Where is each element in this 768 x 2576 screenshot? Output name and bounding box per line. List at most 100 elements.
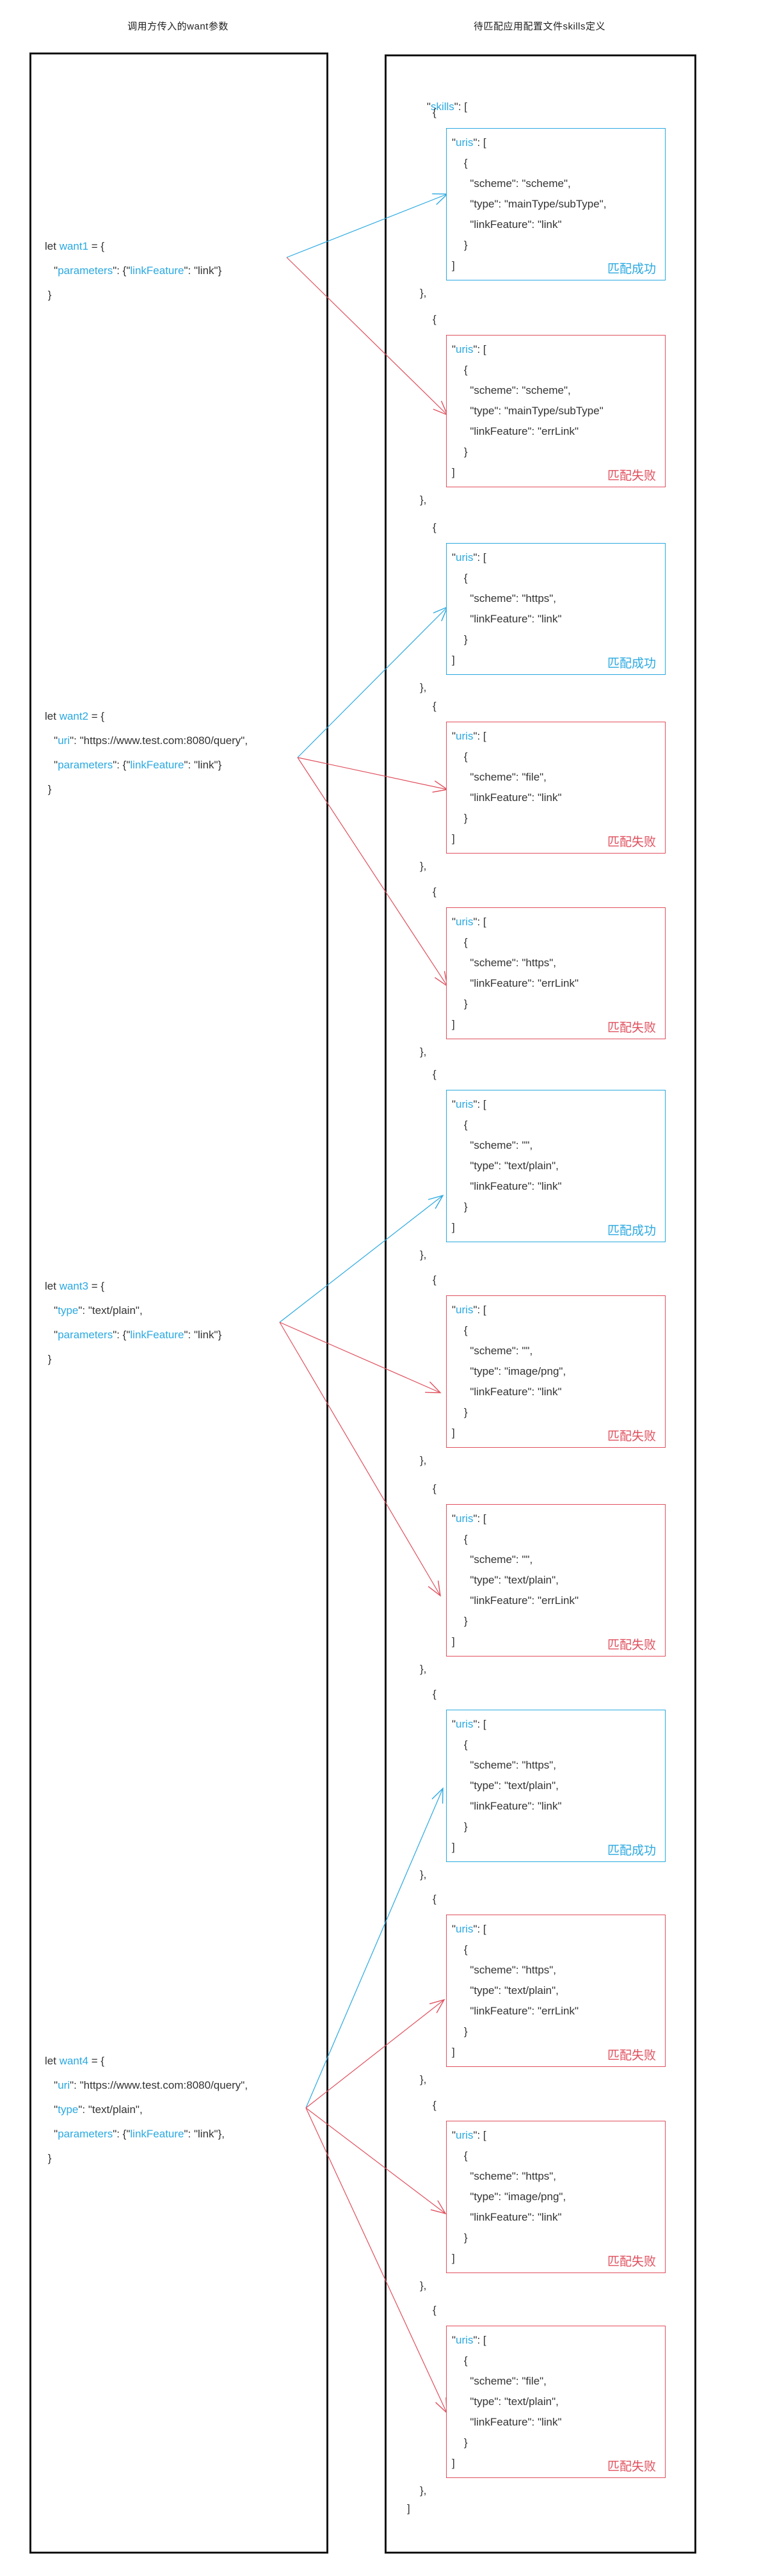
skill-box-11: "uris": [ { "scheme": "https", "type": "… <box>446 2121 666 2273</box>
skill-box-8-line-4: "type": "text/plain", <box>452 1570 665 1591</box>
want4-line-4-segment: linkFeature <box>130 2128 184 2140</box>
want3-line-1-segment: = { <box>88 1280 105 1292</box>
want3-line-2-segment: type <box>58 1304 79 1316</box>
skill-box-8-line-5-segment: "linkFeature": "errLink" <box>452 1594 579 1607</box>
skill-box-9-line-4: "type": "text/plain", <box>452 1776 665 1796</box>
want2-line-1: let want2 = { <box>45 704 248 729</box>
skill-box-1-line-6: } <box>452 235 665 255</box>
skill-box-4-uris-open-segment: " <box>452 730 456 742</box>
skill-box-3-line-5: } <box>452 629 665 650</box>
skills-open-quote: " <box>426 101 431 113</box>
skill-item-3-open-brace: { <box>433 521 436 533</box>
skill-item-2-open-brace: { <box>433 313 436 325</box>
skill-box-10-line-6-segment: } <box>452 2025 468 2037</box>
skill-box-6-uris-open-segment: ": [ <box>473 1098 486 1110</box>
skill-box-12-line-5: "linkFeature": "link" <box>452 2412 665 2433</box>
skill-box-1-line-4-segment: "type": "mainType/subType", <box>452 198 607 210</box>
skill-box-8-line-7: ] <box>452 1632 665 1652</box>
skill-box-2-uris-open-segment: " <box>452 343 456 355</box>
skill-box-11-uris-open-segment: " <box>452 2129 456 2141</box>
skill-box-11-line-5-segment: "linkFeature": "link" <box>452 2211 562 2223</box>
want3-line-2: "type": "text/plain", <box>45 1299 221 1323</box>
skill-box-5-uris-open-segment: ": [ <box>473 916 486 928</box>
skill-box-8-line-7-segment: ] <box>452 1635 455 1648</box>
skill-box-9-line-3-segment: "scheme": "https", <box>452 1759 557 1771</box>
skill-box-9-line-6-segment: } <box>452 1820 468 1833</box>
want3-line-3-segment: ": "link"} <box>184 1329 222 1341</box>
skill-box-10-line-2-segment: { <box>452 1943 468 1956</box>
skill-box-7-uris-open-segment: uris <box>456 1304 474 1316</box>
skill-box-12-uris-open: "uris": [ <box>452 2330 665 2351</box>
skill-box-7-line-3: "scheme": "", <box>452 1341 665 1361</box>
skill-box-7-line-4-segment: "type": "image/png", <box>452 1365 566 1377</box>
skills-array-open: "skills": [ <box>415 84 467 130</box>
skill-box-10-uris-open-segment: uris <box>456 1923 474 1935</box>
want3-line-3-segment: linkFeature <box>130 1329 184 1341</box>
want4-line-4-segment: " <box>45 2128 58 2140</box>
skill-item-9-open-brace: { <box>433 1688 436 1700</box>
skill-box-7: "uris": [ { "scheme": "", "type": "image… <box>446 1295 666 1448</box>
want3-line-2-segment: ": "text/plain", <box>78 1304 143 1316</box>
skill-box-1-line-6-segment: } <box>452 239 468 251</box>
skill-box-9-line-4-segment: "type": "text/plain", <box>452 1779 559 1792</box>
skill-box-1-line-5: "linkFeature": "link" <box>452 215 665 235</box>
skill-box-4-line-3-segment: "scheme": "file", <box>452 771 547 783</box>
skill-box-11-line-3: "scheme": "https", <box>452 2166 665 2187</box>
skill-box-9-uris-open-segment: uris <box>456 1718 474 1730</box>
skill-box-9-line-2: { <box>452 1735 665 1755</box>
skill-item-2-close-brace: }, <box>420 494 427 506</box>
skill-box-10: "uris": [ { "scheme": "https", "type": "… <box>446 1915 666 2067</box>
skill-item-6-close-brace: }, <box>420 1249 427 1261</box>
skill-box-12-match-result-label: 匹配失败 <box>607 2460 656 2474</box>
skill-box-6-line-7-segment: ] <box>452 1221 455 1233</box>
right-panel-title: 待匹配应用配置文件skills定义 <box>474 21 605 32</box>
skill-box-8-line-6-segment: } <box>452 1615 468 1627</box>
want4-line-3-segment: ": "text/plain", <box>78 2103 143 2116</box>
skills-key: skills <box>430 101 454 113</box>
want2-line-4: } <box>45 777 248 802</box>
skill-box-6-line-5: "linkFeature": "link" <box>452 1176 665 1197</box>
want1-line-1-segment: = { <box>88 240 105 252</box>
want2-line-2-segment: ": "https://www.test.com:8080/query", <box>70 734 248 747</box>
skill-box-2-line-4-segment: "type": "mainType/subType" <box>452 405 604 417</box>
skill-box-3-line-4-segment: "linkFeature": "link" <box>452 613 562 625</box>
skill-box-3-line-5-segment: } <box>452 633 468 645</box>
skill-box-7-uris-open-segment: ": [ <box>473 1304 486 1316</box>
want1-line-2-segment: ": {" <box>113 264 131 277</box>
want2-line-1-segment: = { <box>88 710 105 722</box>
want4-line-4-segment: parameters <box>58 2128 113 2140</box>
skill-box-12-line-7: ] <box>452 2453 665 2474</box>
skill-box-9-uris-open-segment: " <box>452 1718 456 1730</box>
skill-box-11-line-4: "type": "image/png", <box>452 2187 665 2207</box>
want1-line-2-segment: ": "link"} <box>184 264 222 277</box>
skill-box-10-match-result-label: 匹配失败 <box>607 2049 656 2062</box>
skill-box-7-line-7: ] <box>452 1423 665 1443</box>
skill-box-1-line-7: ] <box>452 255 665 276</box>
skill-box-6: "uris": [ { "scheme": "", "type": "text/… <box>446 1090 666 1242</box>
skill-box-2-line-4: "type": "mainType/subType" <box>452 401 665 421</box>
skill-box-2-uris-open: "uris": [ <box>452 339 665 360</box>
skill-item-11-open-brace: { <box>433 2099 436 2111</box>
want3-line-1-segment: want3 <box>59 1280 89 1292</box>
skill-box-10-line-7-segment: ] <box>452 2046 455 2058</box>
want1-line-2: "parameters": {"linkFeature": "link"} <box>45 259 221 283</box>
skill-box-7-line-4: "type": "image/png", <box>452 1361 665 1382</box>
skill-box-10-uris-open-segment: " <box>452 1923 456 1935</box>
skill-box-1-line-2-segment: { <box>452 157 468 169</box>
skill-item-3-close-brace: }, <box>420 681 427 693</box>
skill-box-8-uris-open: "uris": [ <box>452 1509 665 1529</box>
skill-box-10-line-5: "linkFeature": "errLink" <box>452 2001 665 2021</box>
skill-box-1-line-4: "type": "mainType/subType", <box>452 194 665 215</box>
skill-box-3-line-2: { <box>452 568 665 588</box>
skill-item-4-close-brace: }, <box>420 860 427 872</box>
skill-box-5-line-5-segment: } <box>452 998 468 1010</box>
want2-line-3-segment: linkFeature <box>130 759 184 771</box>
skill-box-6-uris-open-segment: uris <box>456 1098 474 1110</box>
skill-box-6-line-4-segment: "type": "text/plain", <box>452 1160 559 1172</box>
skill-box-1-uris-open-segment: uris <box>456 136 474 149</box>
want3-line-2-segment: " <box>45 1304 58 1316</box>
want4-code: let want4 = { "uri": "https://www.test.c… <box>45 2049 248 2171</box>
want2-line-2-segment: " <box>45 734 58 747</box>
want2-line-3-segment: ": {" <box>113 759 131 771</box>
skill-box-3-line-4: "linkFeature": "link" <box>452 609 665 629</box>
